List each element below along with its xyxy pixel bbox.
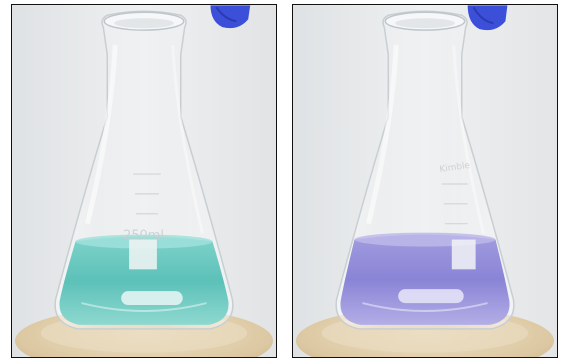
teal-solution — [59, 236, 229, 325]
right-photo-panel: Kimble — [292, 4, 558, 358]
left-flask-photo: 250ml — [12, 5, 276, 357]
label-patch — [129, 239, 157, 270]
label-patch — [451, 239, 476, 270]
left-photo-panel: 250ml — [11, 4, 277, 358]
glove-icon — [467, 5, 508, 31]
stir-bar — [398, 289, 464, 304]
volume-marking: 250ml — [123, 229, 164, 244]
brand-marking: Kimble — [439, 161, 471, 175]
stir-bar — [121, 291, 183, 306]
right-flask-photo: Kimble — [293, 5, 557, 357]
